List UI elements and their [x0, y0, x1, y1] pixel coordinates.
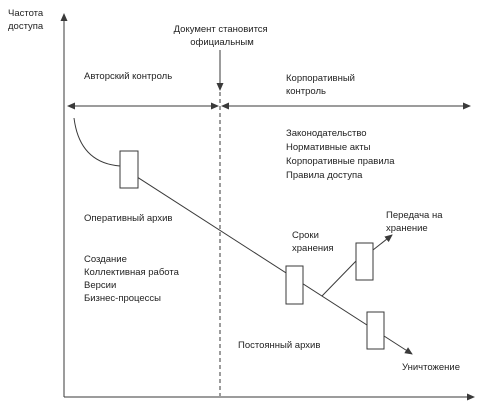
operational-archive-box — [119, 150, 139, 189]
phase-author-label: Авторский контроль — [84, 71, 172, 82]
regulations-list: Законодательство Нормативные акты Корпор… — [286, 128, 397, 181]
retention-label: Сроки хранения — [292, 230, 334, 254]
transfer-box — [355, 242, 374, 281]
operational-archive-label: Оперативный архив — [84, 213, 172, 224]
transfer-label: Передача на хранение — [386, 210, 445, 234]
transfer-branch-line — [321, 259, 358, 297]
permanent-archive-label: Постоянный архив — [238, 340, 320, 351]
creation-items-list: Создание Коллективная работа Версии Бизн… — [84, 254, 182, 304]
destruction-label: Уничтожение — [402, 362, 460, 373]
retention-box — [285, 265, 304, 305]
initial-curve — [73, 117, 121, 167]
y-axis-label: Частота доступа — [8, 8, 46, 32]
transfer-arrow — [372, 234, 393, 251]
milestone-label: Документ становится официальным — [174, 24, 271, 48]
permanent-archive-box — [366, 311, 385, 350]
main-lifecycle-line — [119, 165, 413, 355]
phase-corporate-label: Корпоративный контроль — [286, 73, 358, 97]
